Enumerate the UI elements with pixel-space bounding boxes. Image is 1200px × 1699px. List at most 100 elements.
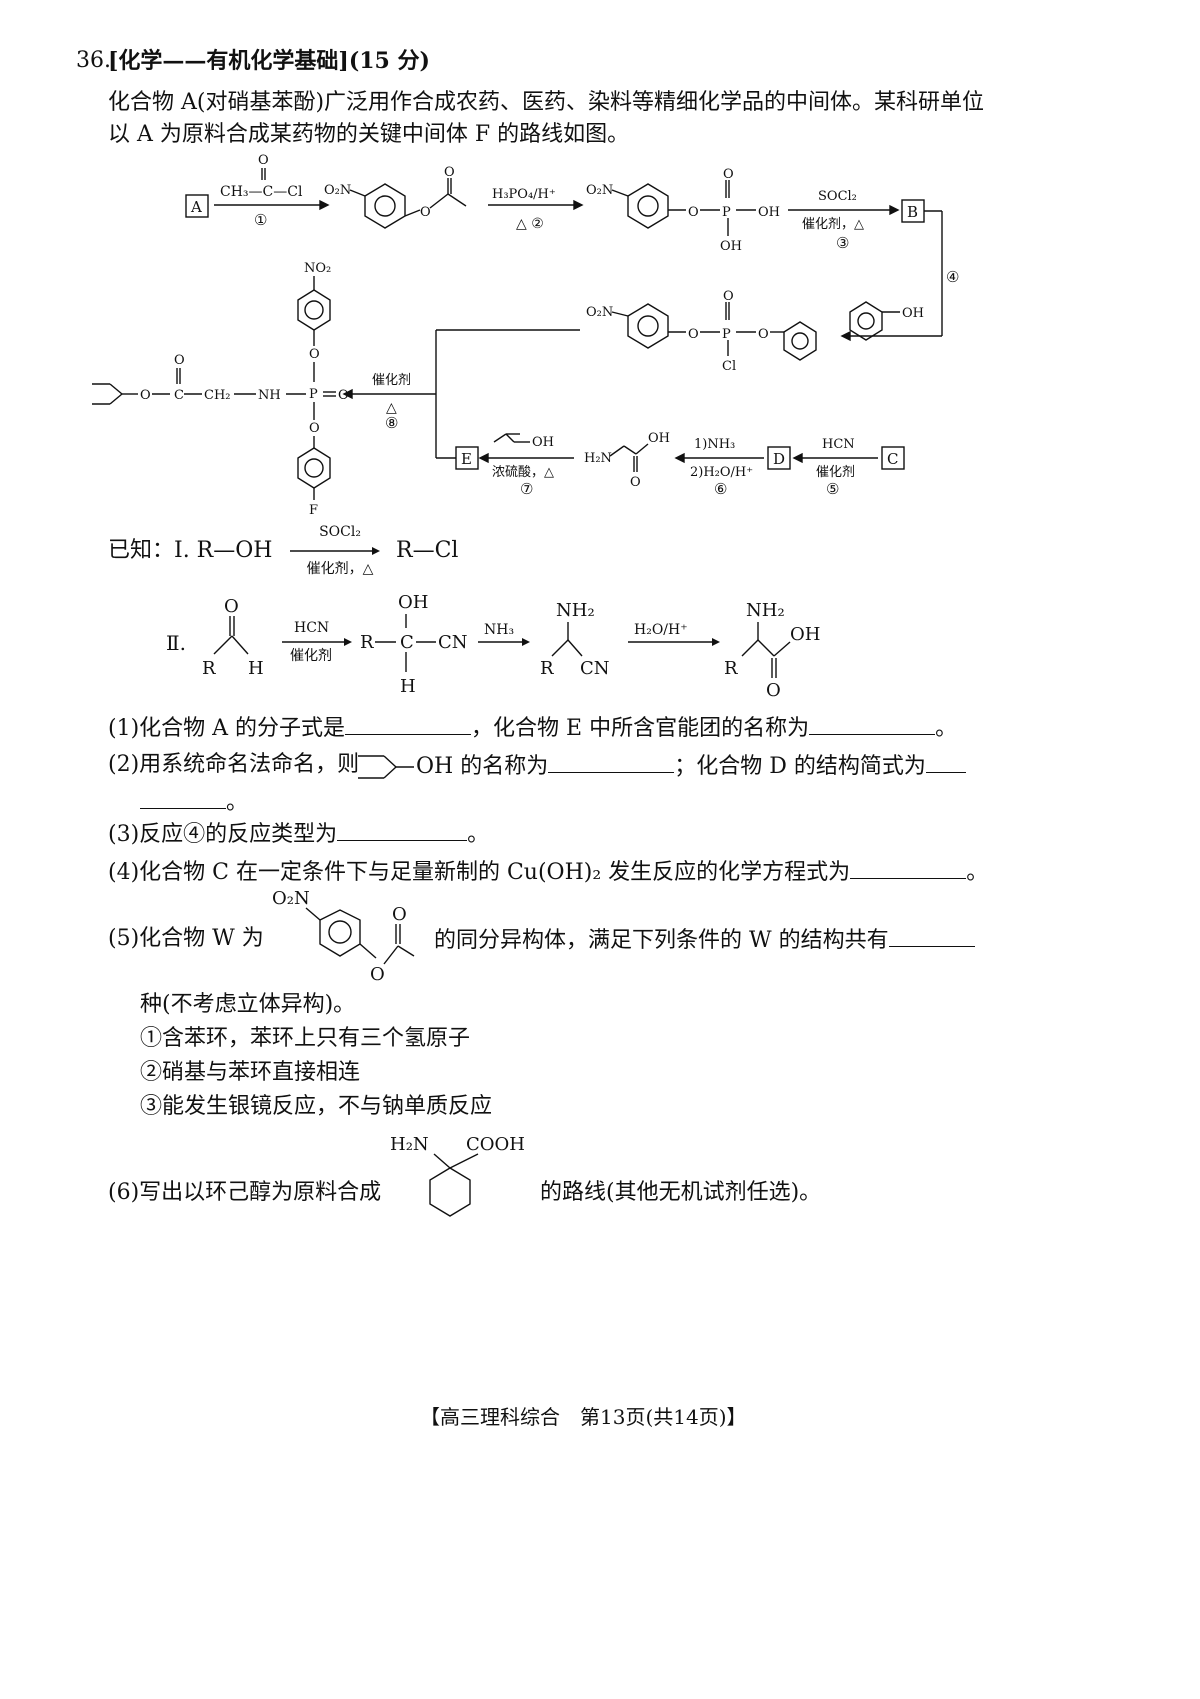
box-a: [185, 194, 209, 218]
reaction-4-number: ④: [946, 268, 959, 286]
reaction-1-number: ①: [254, 211, 267, 229]
product-f-po: O: [338, 388, 349, 403]
cyanohydrin-h: H: [400, 676, 416, 697]
cyanohydrin-c: C: [400, 632, 414, 653]
question-4: (4)化合物 C 在一定条件下与足量新制的 Cu(OH)₂ 发生反应的化学方程式…: [108, 856, 988, 888]
compound-w-structure: O₂N O O: [272, 888, 415, 985]
known-ii-label: Ⅱ.: [166, 631, 186, 655]
reaction-6-number: ⑥: [714, 480, 727, 498]
question-2-part-a: (2)用系统命名法命名，则: [108, 752, 360, 777]
reaction-1-o: O: [258, 153, 269, 168]
amino-acid-r: R: [724, 658, 738, 679]
box-e-label: E: [461, 450, 472, 468]
question-1-part-a: (1)化合物 A 的分子式是: [108, 716, 346, 741]
answer-blank-2b[interactable]: [925, 750, 966, 773]
product-f-ch2: CH₂: [204, 388, 231, 403]
known-ii-scheme: Ⅱ. O R H HCN 催化剂 R C OH H CN NH₃ NH₂ R C…: [166, 592, 820, 701]
known-ii-h2o: H₂O/H⁺: [634, 622, 688, 638]
box-e: [455, 446, 479, 470]
condition-1: ①含苯环，苯环上只有三个氢原子: [140, 1026, 471, 1051]
box-b-label: B: [907, 203, 918, 221]
reaction-8-reagent: 催化剂: [372, 373, 411, 388]
reaction-5-condition: 催化剂: [816, 465, 855, 480]
question-3: (3)反应④的反应类型为。: [108, 818, 489, 850]
answer-blank-4[interactable]: [850, 856, 967, 879]
aldehyde-o: O: [224, 596, 239, 617]
question-6-part-a: (6)写出以环己醇为原料合成: [108, 1180, 382, 1205]
compound-w-no2: O₂N: [272, 888, 310, 909]
reaction-5-reagent: HCN: [822, 437, 855, 452]
product-f-no2: NO₂: [304, 261, 331, 276]
product-1-o: O: [420, 205, 431, 220]
product-f-nh: NH: [258, 388, 281, 403]
synthesis-scheme: A O CH₃—C—Cl ① O₂N O O H₃PO₄/H⁺ △ ② O₂N …: [92, 153, 959, 518]
amino-acid-nh2: NH₂: [746, 600, 785, 621]
glycine-oh: OH: [648, 431, 670, 446]
question-number: 36.: [76, 48, 111, 73]
question-5-part-a: (5)化合物 W 为: [108, 926, 264, 951]
known-ii-hcn: HCN: [294, 620, 329, 636]
glycine-h2n: H₂N: [584, 451, 612, 466]
reaction-2-condition: △ ②: [516, 216, 544, 232]
glycine-o: O: [630, 475, 641, 490]
amino-acid-o: O: [766, 680, 781, 701]
answer-blank-5[interactable]: [888, 924, 975, 947]
product-2-no2: O₂N: [586, 183, 613, 198]
product-f-o-top: O: [309, 347, 320, 362]
question-2-oh: OH 的名称为: [416, 754, 549, 779]
product-3-o1: O: [688, 327, 699, 342]
page-footer: 【高三理科综合 第13页(共14页)】: [420, 1405, 747, 1429]
question-6-part-b: 的路线(其他无机试剂任选)。: [540, 1180, 822, 1205]
question-2-end: 。: [226, 790, 249, 815]
target-amino-acid-structure: H₂N COOH: [390, 1134, 525, 1217]
product-3-no2: O₂N: [586, 305, 613, 320]
known-ii-catalyst: 催化剂: [290, 648, 332, 664]
question-1-part-b: ，化合物 E 中所含官能团的名称为: [471, 716, 810, 741]
known-i-reagent: SOCl₂: [319, 524, 361, 540]
question-2-continuation: 。: [140, 786, 248, 818]
product-f-ester-o: O: [140, 388, 151, 403]
question-2-rest: OH 的名称为；化合物 D 的结构简式为: [416, 750, 966, 782]
product-f-c: C: [174, 388, 184, 403]
question-1-end: 。: [935, 716, 958, 741]
condition-3: ③能发生银镜反应，不与钠单质反应: [140, 1094, 493, 1119]
answer-blank-3[interactable]: [337, 818, 468, 841]
aldehyde-r: R: [202, 658, 216, 679]
compound-w-carbonyl-o: O: [392, 904, 407, 925]
product-f-f: F: [309, 503, 318, 518]
box-d-label: D: [773, 450, 785, 468]
product-f-p: P: [309, 387, 318, 402]
box-c: [881, 446, 905, 470]
intro-line-2: 以 A 为原料合成某药物的关键中间体 F 的路线如图。: [108, 122, 630, 147]
known-i-arrow: [290, 547, 380, 555]
product-2-p: P: [722, 205, 731, 220]
question-2: (2)用系统命名法命名，则: [108, 750, 359, 780]
butanol-skeleton: [358, 755, 414, 779]
answer-blank-2b-cont[interactable]: [140, 786, 226, 809]
answer-blank-2a[interactable]: [548, 750, 675, 773]
phenol-oh: OH: [902, 306, 924, 321]
reaction-1-reagent: CH₃—C—Cl: [220, 184, 303, 200]
aminonitrile-r: R: [540, 658, 554, 679]
question-4-text: (4)化合物 C 在一定条件下与足量新制的 Cu(OH)₂ 发生反应的化学方程式…: [108, 860, 851, 885]
product-3-po: O: [723, 289, 734, 304]
reaction-2-reagent: H₃PO₄/H⁺: [492, 187, 556, 202]
question-3-text: (3)反应④的反应类型为: [108, 822, 338, 847]
known-ii-nh3: NH₃: [484, 622, 514, 638]
cyanohydrin-cn: CN: [438, 632, 468, 653]
aminonitrile-cn: CN: [580, 658, 610, 679]
compound-w-o: O: [370, 964, 385, 985]
product-2-oh-2: OH: [720, 239, 742, 254]
product-3-cl: Cl: [722, 359, 736, 374]
reaction-5-number: ⑤: [826, 480, 839, 498]
answer-blank-1a[interactable]: [345, 712, 472, 735]
product-1-carbonyl-o: O: [444, 165, 455, 180]
box-c-label: C: [887, 450, 898, 468]
known-i-condition: 催化剂，△: [306, 561, 374, 577]
reaction-7-condition: 浓硫酸，△: [492, 465, 554, 480]
question-5-part-c: 种(不考虑立体异构)。: [140, 992, 356, 1017]
reaction-3-number: ③: [836, 234, 849, 252]
answer-blank-1b[interactable]: [809, 712, 936, 735]
question-5-part-b: 的同分异构体，满足下列条件的 W 的结构共有: [434, 924, 975, 956]
aldehyde-h: H: [248, 658, 264, 679]
